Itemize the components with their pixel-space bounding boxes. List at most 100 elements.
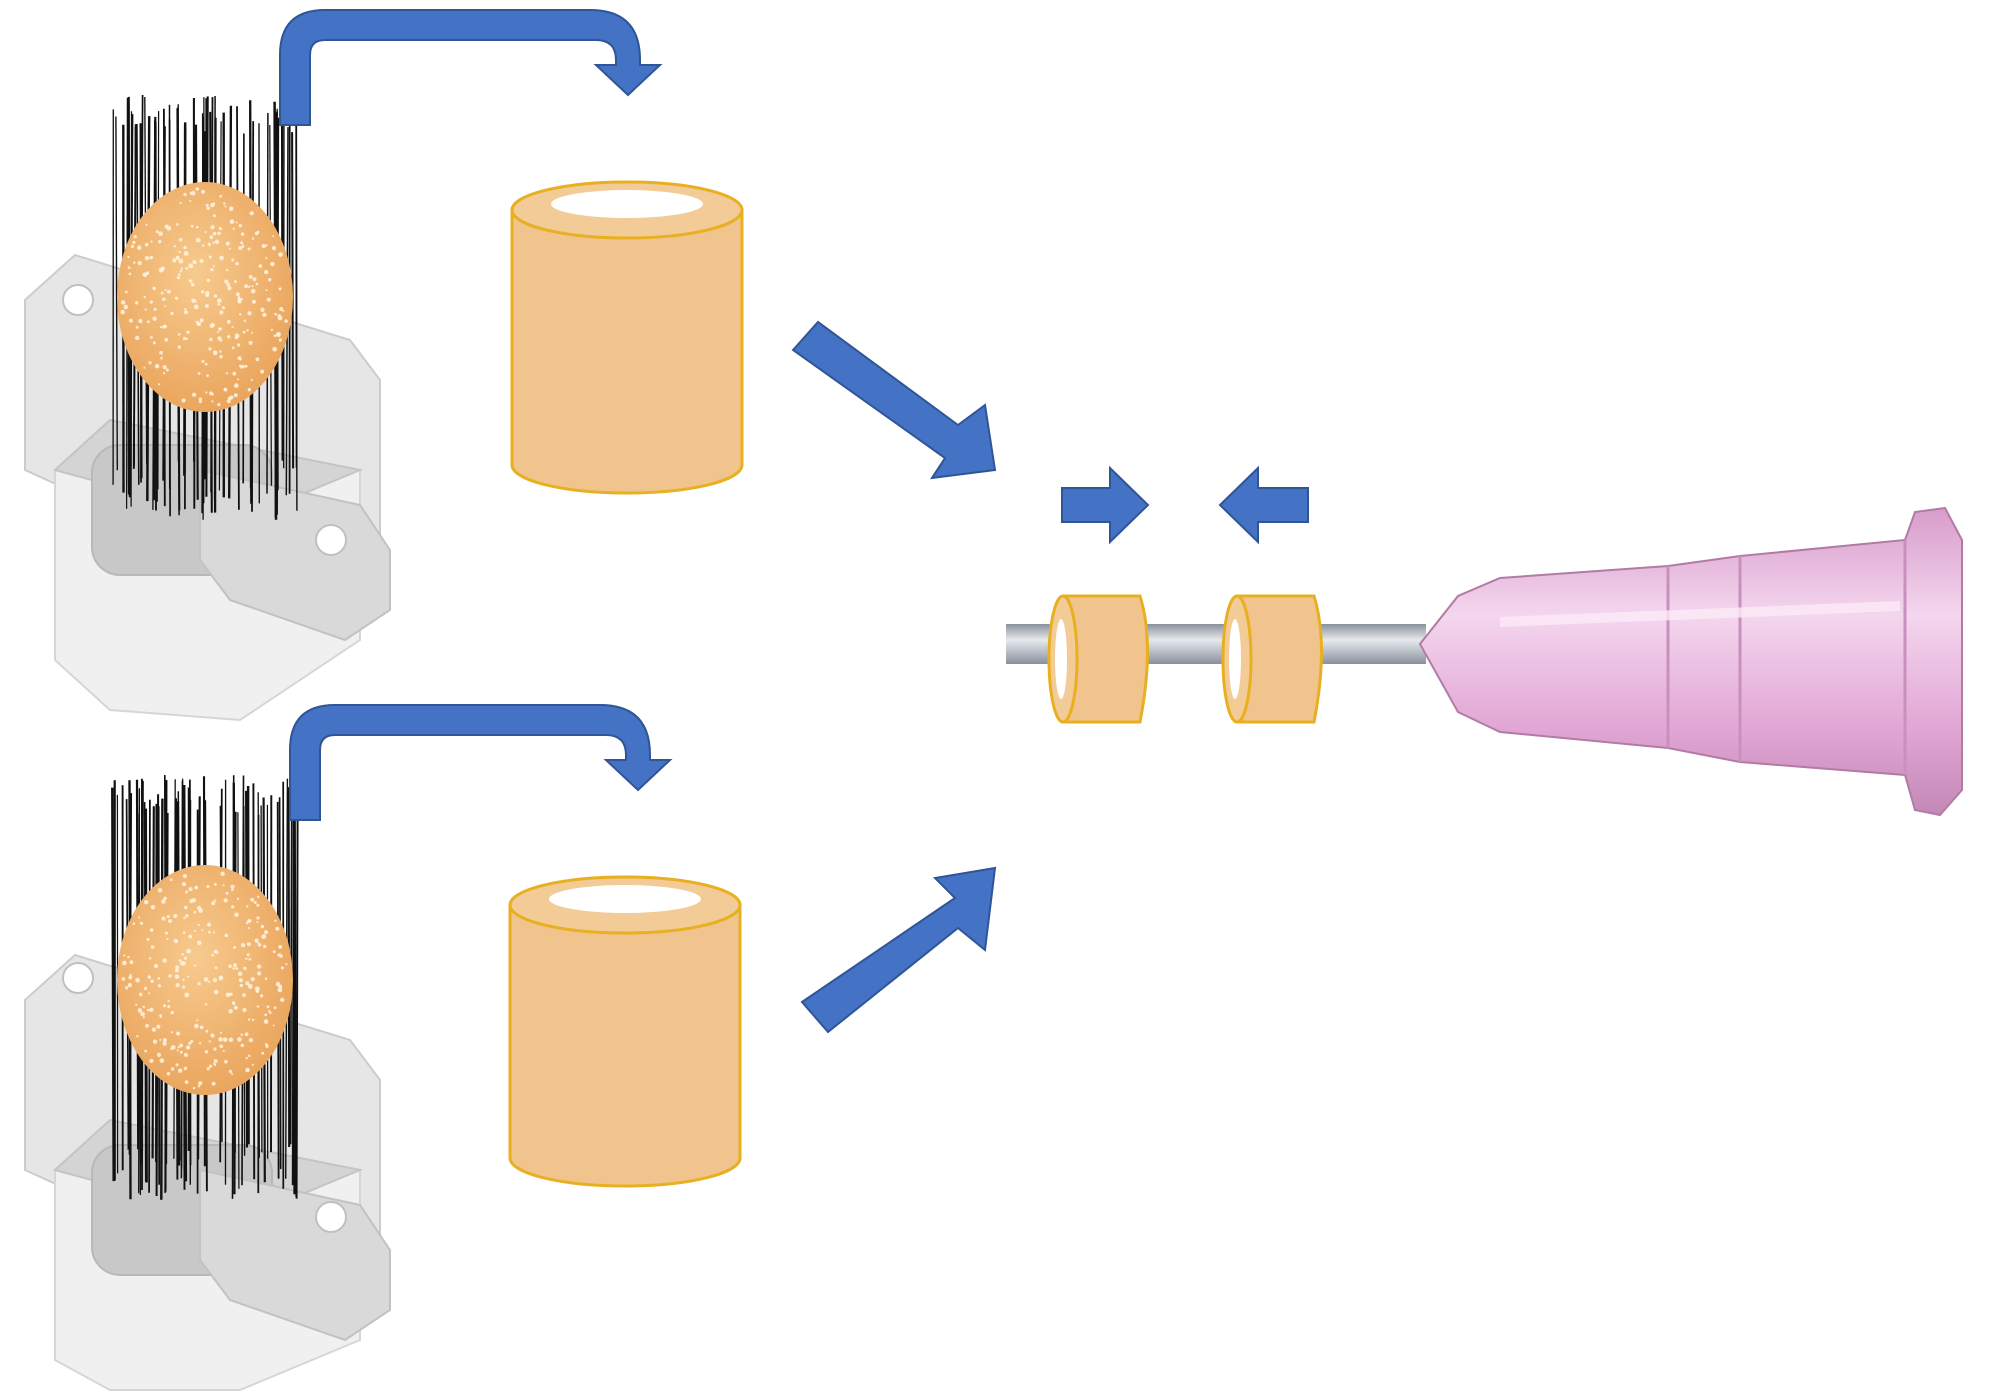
spheroid-speckle xyxy=(237,1037,242,1042)
spheroid-speckle xyxy=(152,1039,158,1044)
spheroid-speckle xyxy=(218,975,224,981)
spheroid-speckle xyxy=(240,942,246,948)
spheroid-speckle xyxy=(232,371,237,376)
spheroid-speckle xyxy=(166,938,169,941)
spheroid-speckle xyxy=(188,934,193,939)
spheroid-speckle xyxy=(209,235,214,240)
spheroid-speckle xyxy=(247,311,252,316)
spheroid-speckle xyxy=(166,226,172,231)
spheroid-speckle xyxy=(195,225,199,229)
spheroid-speckle xyxy=(235,261,239,266)
spheroid-speckle xyxy=(128,975,133,980)
spheroid-speckle xyxy=(140,1011,145,1017)
spheroid-speckle xyxy=(127,955,130,959)
spheroid-speckle xyxy=(201,189,206,194)
spheroid-speckle xyxy=(265,244,268,247)
spheroid-speckle xyxy=(274,312,277,316)
spheroid-speckle xyxy=(209,337,213,342)
spheroid-speckle xyxy=(233,393,238,398)
spheroid-speckle xyxy=(170,1045,176,1050)
spheroid-speckle xyxy=(216,330,220,333)
spheroid-speckle xyxy=(213,899,217,902)
spheroid-speckle xyxy=(250,331,253,335)
spheroid-speckle xyxy=(143,366,146,369)
spheroid-speckle xyxy=(148,992,151,995)
spheroid-speckle xyxy=(207,922,212,927)
spheroid-speckle xyxy=(184,905,188,910)
spheroid-speckle xyxy=(285,963,288,966)
spheroid-speckle xyxy=(158,231,163,236)
spheroid-speckle xyxy=(198,1081,203,1086)
spheroid-speckle xyxy=(169,878,173,881)
spheroid-speckle xyxy=(208,1040,211,1043)
spheroid-speckle xyxy=(224,279,229,284)
spheroid-speckle xyxy=(173,938,179,944)
spheroid-speckle xyxy=(176,223,179,226)
spheroid-speckle xyxy=(210,225,215,230)
spheroid-speckle xyxy=(242,993,246,997)
spheroid-speckle xyxy=(170,1048,173,1051)
spheroid-speckle xyxy=(178,959,182,962)
spheroid-speckle xyxy=(181,398,186,403)
spheroid-speckle xyxy=(205,203,209,207)
spheroid-speckle xyxy=(120,300,126,305)
spheroid-speckle xyxy=(278,945,282,949)
spheroid-speckle xyxy=(133,235,137,239)
spheroid-speckle xyxy=(275,926,280,931)
spheroid-speckle xyxy=(236,897,240,900)
spheroid-speckle xyxy=(144,242,149,247)
spheroid-speckle xyxy=(203,977,209,982)
spheroid-speckle xyxy=(245,1057,248,1060)
spheroid-speckle xyxy=(191,392,197,397)
spheroid-speckle xyxy=(278,287,282,291)
spheroid-speckle xyxy=(130,244,135,249)
spheroid-speckle xyxy=(213,949,218,954)
diagonal-down-arrow xyxy=(791,320,997,480)
spheroid-speckle xyxy=(225,891,229,895)
spheroid-speckle xyxy=(125,986,129,990)
spheroid-speckle xyxy=(256,964,262,969)
syringe-needle xyxy=(1006,506,1963,817)
spheroid-speckle xyxy=(217,231,221,236)
spheroid-speckle xyxy=(248,1037,254,1043)
spheroid-speckle xyxy=(256,971,262,976)
spheroid-speckle xyxy=(275,981,281,987)
spheroid-speckle xyxy=(235,292,240,297)
spheroid-speckle xyxy=(226,399,231,404)
needle-hub xyxy=(1418,506,1963,817)
spheroid-speckle xyxy=(158,239,162,244)
spheroid-speckle xyxy=(170,1031,174,1034)
spheroid-speckle xyxy=(195,187,199,191)
spheroid-speckle xyxy=(185,337,189,341)
spheroid-speckle xyxy=(216,298,222,304)
spheroid-speckle xyxy=(231,905,235,909)
spheroid-speckle xyxy=(236,343,241,347)
bioprinter-holder-bottom xyxy=(24,774,391,1391)
spheroid-speckle xyxy=(211,400,214,403)
spheroid-speckle xyxy=(197,923,200,926)
spheroid-speckle xyxy=(219,310,224,315)
spheroid-speckle xyxy=(260,924,265,929)
spheroid-speckle xyxy=(135,1003,138,1006)
spheroid-speckle xyxy=(231,325,234,328)
spheroid-speckle xyxy=(272,1024,275,1027)
needle-bristle xyxy=(294,785,297,1197)
transfer-arrow-bottom xyxy=(289,704,673,821)
spheroid-speckle xyxy=(162,1038,167,1043)
spheroid-speckle xyxy=(144,255,150,261)
spheroid-speckle xyxy=(132,922,136,925)
spheroid-speckle xyxy=(258,264,263,268)
spheroid-speckle xyxy=(228,1069,233,1074)
spheroid-speckle xyxy=(122,960,127,966)
spheroid-speckle xyxy=(189,199,192,202)
spheroid-speckle xyxy=(250,897,255,902)
spheroid-speckle xyxy=(263,944,267,949)
spheroid-speckle xyxy=(176,276,180,280)
spheroid-speckle xyxy=(246,942,251,947)
spheroid-speckle xyxy=(248,957,252,961)
spheroid-speckle xyxy=(181,961,186,966)
spheroid-speckle xyxy=(240,1033,243,1036)
spheroid-speckle xyxy=(205,391,208,394)
spheroid-speckle xyxy=(181,882,187,887)
spheroid-speckle xyxy=(225,992,231,998)
